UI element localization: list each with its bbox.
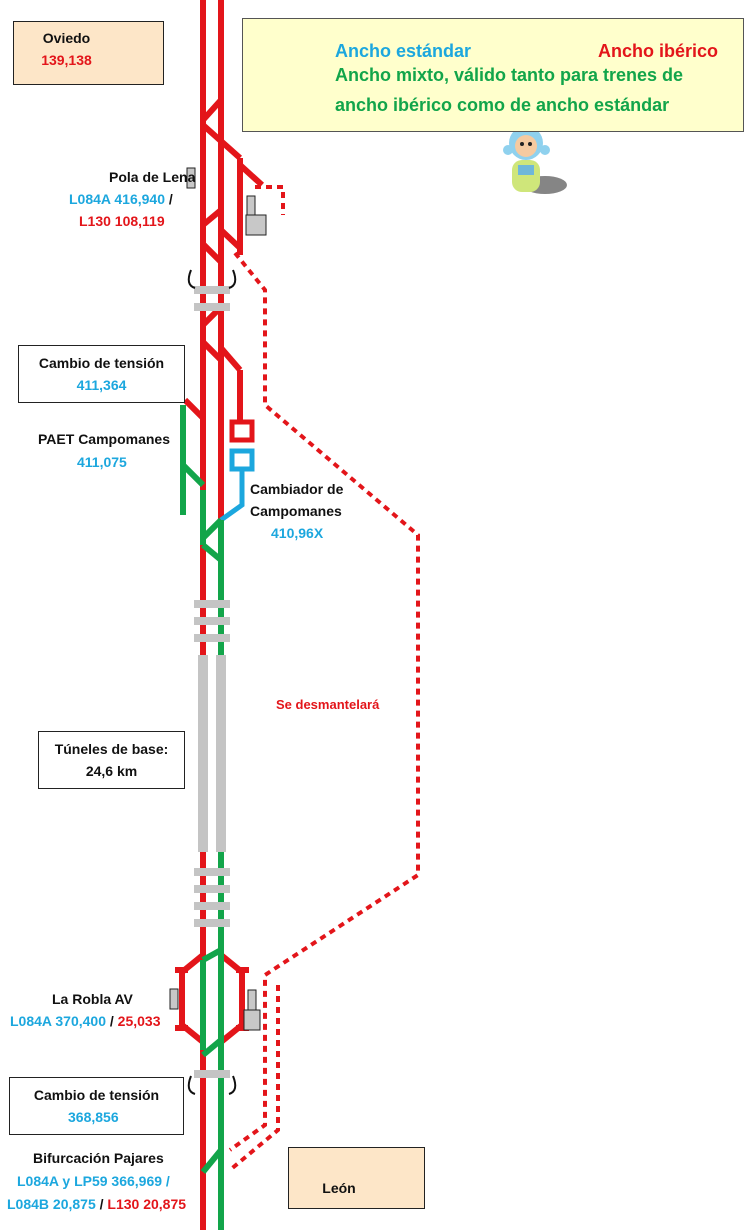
legend-iberian-label: Ancho ibérico <box>598 41 719 61</box>
bifurcacion-line3-b: L130 20,875 <box>107 1196 187 1212</box>
oviedo-name: Oviedo <box>42 30 91 46</box>
phase-break-icon <box>187 269 237 289</box>
leon-name: León <box>322 1180 356 1196</box>
phase-break-icon <box>187 1075 237 1095</box>
legend-mixed-label-2: ancho ibérico como de ancho estándar <box>335 95 670 115</box>
cambiador-km: 410,96X <box>271 525 324 541</box>
la-robla-km-b: 25,033 <box>117 1013 161 1029</box>
bifurcacion-name: Bifurcación Pajares <box>33 1150 164 1166</box>
old-line-dotted <box>228 185 420 1172</box>
leon-box: León <box>288 1147 425 1209</box>
pola-de-lena-km-a: L084A 416,940 <box>69 191 165 207</box>
se-desmantelara-label: Se desmantelará <box>276 697 380 712</box>
legend: Ancho estándar Ancho ibérico Ancho mixto… <box>242 18 744 132</box>
standard-track <box>219 470 245 523</box>
la-robla-name: La Robla AV <box>52 991 133 1007</box>
legend-mixed-label-1: Ancho mixto, válido tanto para trenes de <box>335 65 684 85</box>
paet-name: PAET Campomanes <box>38 431 170 447</box>
cambio-tension-1-km: 411,364 <box>76 377 127 393</box>
cambio-tension-2-km: 368,856 <box>68 1109 119 1125</box>
doll-mascot-icon <box>503 121 567 194</box>
pola-de-lena-sep: / <box>165 191 173 207</box>
tunnel-tracks <box>198 655 226 852</box>
la-robla-km-row: L084A 370,400 / 25,033 <box>10 1013 161 1029</box>
gauge-changer-red <box>229 419 255 443</box>
pola-de-lena-name: Pola de Lena <box>109 169 196 185</box>
tuneles-line2: 24,6 km <box>85 763 138 779</box>
la-robla-sep: / <box>106 1013 118 1029</box>
cambio-tension-2-box: Cambio de tensión 368,856 <box>9 1077 184 1135</box>
signal-icon <box>169 167 267 1031</box>
paet-km: 411,075 <box>77 454 127 470</box>
oviedo-box: Oviedo 139,138 <box>13 21 164 85</box>
la-robla-km-a: L084A 370,400 <box>10 1013 106 1029</box>
bifurcacion-sep: / <box>95 1196 108 1212</box>
cambiador-line2: Campomanes <box>250 503 342 519</box>
cambio-tension-2-title: Cambio de tensión <box>33 1087 160 1103</box>
cambio-tension-1-box: Cambio de tensión 411,364 <box>18 345 185 403</box>
bifurcacion-line2: L084A y LP59 366,969 / <box>17 1173 170 1189</box>
bifurcacion-line3-a: L084B 20,875 <box>7 1196 96 1212</box>
iberian-tracks <box>175 0 265 1230</box>
bifurcacion-line3: L084B 20,875 / L130 20,875 <box>7 1196 186 1212</box>
tuneles-line1: Túneles de base: <box>54 741 169 757</box>
oviedo-km: 139,138 <box>41 52 92 68</box>
gauge-changer-blue <box>229 448 255 472</box>
pola-de-lena-km-b: L130 108,119 <box>79 213 165 229</box>
cambio-tension-1-title: Cambio de tensión <box>38 355 165 371</box>
tuneles-box: Túneles de base: 24,6 km <box>38 731 185 789</box>
mixed-tracks <box>180 405 224 1230</box>
legend-standard-label: Ancho estándar <box>335 41 472 61</box>
sleepers <box>194 286 230 1078</box>
pola-de-lena-km-a-row: L084A 416,940 / <box>69 191 173 207</box>
cambiador-line1: Cambiador de <box>250 481 344 497</box>
